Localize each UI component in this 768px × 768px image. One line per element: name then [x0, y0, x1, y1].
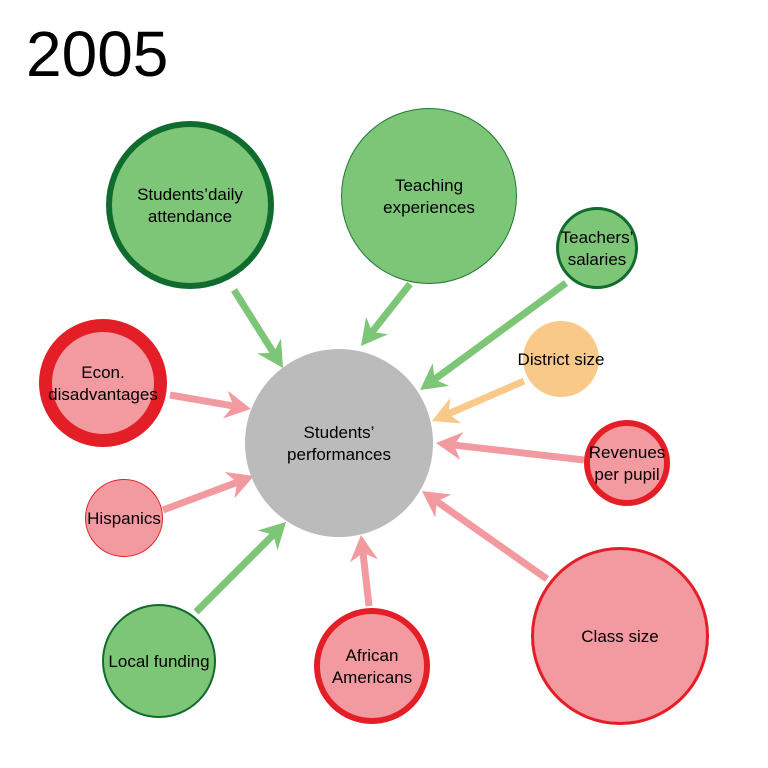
teachers-salaries-label-line-1: Teachers’ [561, 228, 634, 247]
node-students-performances: Students’ performances [245, 349, 433, 537]
local-funding-label-line-1: Local funding [108, 652, 209, 671]
econ-disadvantages-circle [39, 319, 167, 447]
arrow-local-funding [193, 522, 286, 615]
arrow-students-daily-attendance [231, 288, 283, 368]
diagram-title: 2005 [26, 18, 169, 90]
center-label-line-1: Students’ [304, 423, 375, 442]
node-teaching-experiences: Teaching experiences [341, 108, 517, 284]
revenues-per-pupil-label-line-1: Revenues [589, 443, 666, 462]
teachers-salaries-circle [556, 207, 638, 289]
arrow-hispanics [161, 472, 254, 514]
students-daily-attendance-label-line-2: attendance [148, 207, 232, 226]
econ-disadvantages-label-line-1: Econ. [81, 363, 124, 382]
node-class-size: Class size [531, 547, 709, 725]
hispanics-circle [85, 479, 163, 557]
district-size-label-line-1: District size [518, 350, 605, 369]
arrows-layer [161, 280, 585, 615]
arrow-african-americans [350, 535, 378, 607]
center-label-line-2: performances [287, 445, 391, 464]
teachers-salaries-label-line-2: salaries [568, 250, 627, 269]
class-size-circle [531, 547, 709, 725]
node-district-size: District size [518, 321, 605, 397]
african-americans-circle [314, 608, 430, 724]
center-circle [245, 349, 433, 537]
node-econ-disadvantages: Econ. disadvantages [39, 319, 167, 447]
node-revenues-per-pupil: Revenues per pupil [584, 420, 670, 506]
arrow-econ-disadvantages [169, 390, 251, 419]
revenues-per-pupil-circle [584, 420, 670, 506]
students-daily-attendance-circle [106, 121, 274, 289]
district-size-circle [523, 321, 599, 397]
teaching-experiences-circle [341, 108, 517, 284]
econ-disadvantages-label-line-2: disadvantages [48, 385, 158, 404]
node-teachers-salaries: Teachers’ salaries [556, 207, 638, 289]
revenues-per-pupil-label-line-2: per pupil [594, 465, 659, 484]
teaching-experiences-label-line-2: experiences [383, 198, 475, 217]
students-daily-attendance-label-line-1: Students’daily [137, 185, 243, 204]
teaching-experiences-label-line-1: Teaching [395, 176, 463, 195]
node-local-funding: Local funding [102, 604, 216, 718]
class-size-label-line-1: Class size [581, 627, 658, 646]
arrow-teachers-salaries [420, 280, 569, 390]
node-students-daily-attendance: Students’daily attendance [106, 121, 274, 289]
arrow-revenues-per-pupil [436, 432, 585, 464]
hispanics-label-line-1: Hispanics [87, 509, 161, 528]
local-funding-circle [102, 604, 216, 718]
arrow-teaching-experiences [361, 281, 413, 346]
arrow-district-size [432, 377, 526, 424]
nodes-layer: Students’ performances Students’daily atten… [39, 108, 709, 725]
arrow-class-size [422, 491, 550, 582]
african-americans-label-line-2: Americans [332, 668, 412, 687]
node-hispanics: Hispanics [85, 479, 163, 557]
african-americans-label-line-1: African [346, 646, 399, 665]
